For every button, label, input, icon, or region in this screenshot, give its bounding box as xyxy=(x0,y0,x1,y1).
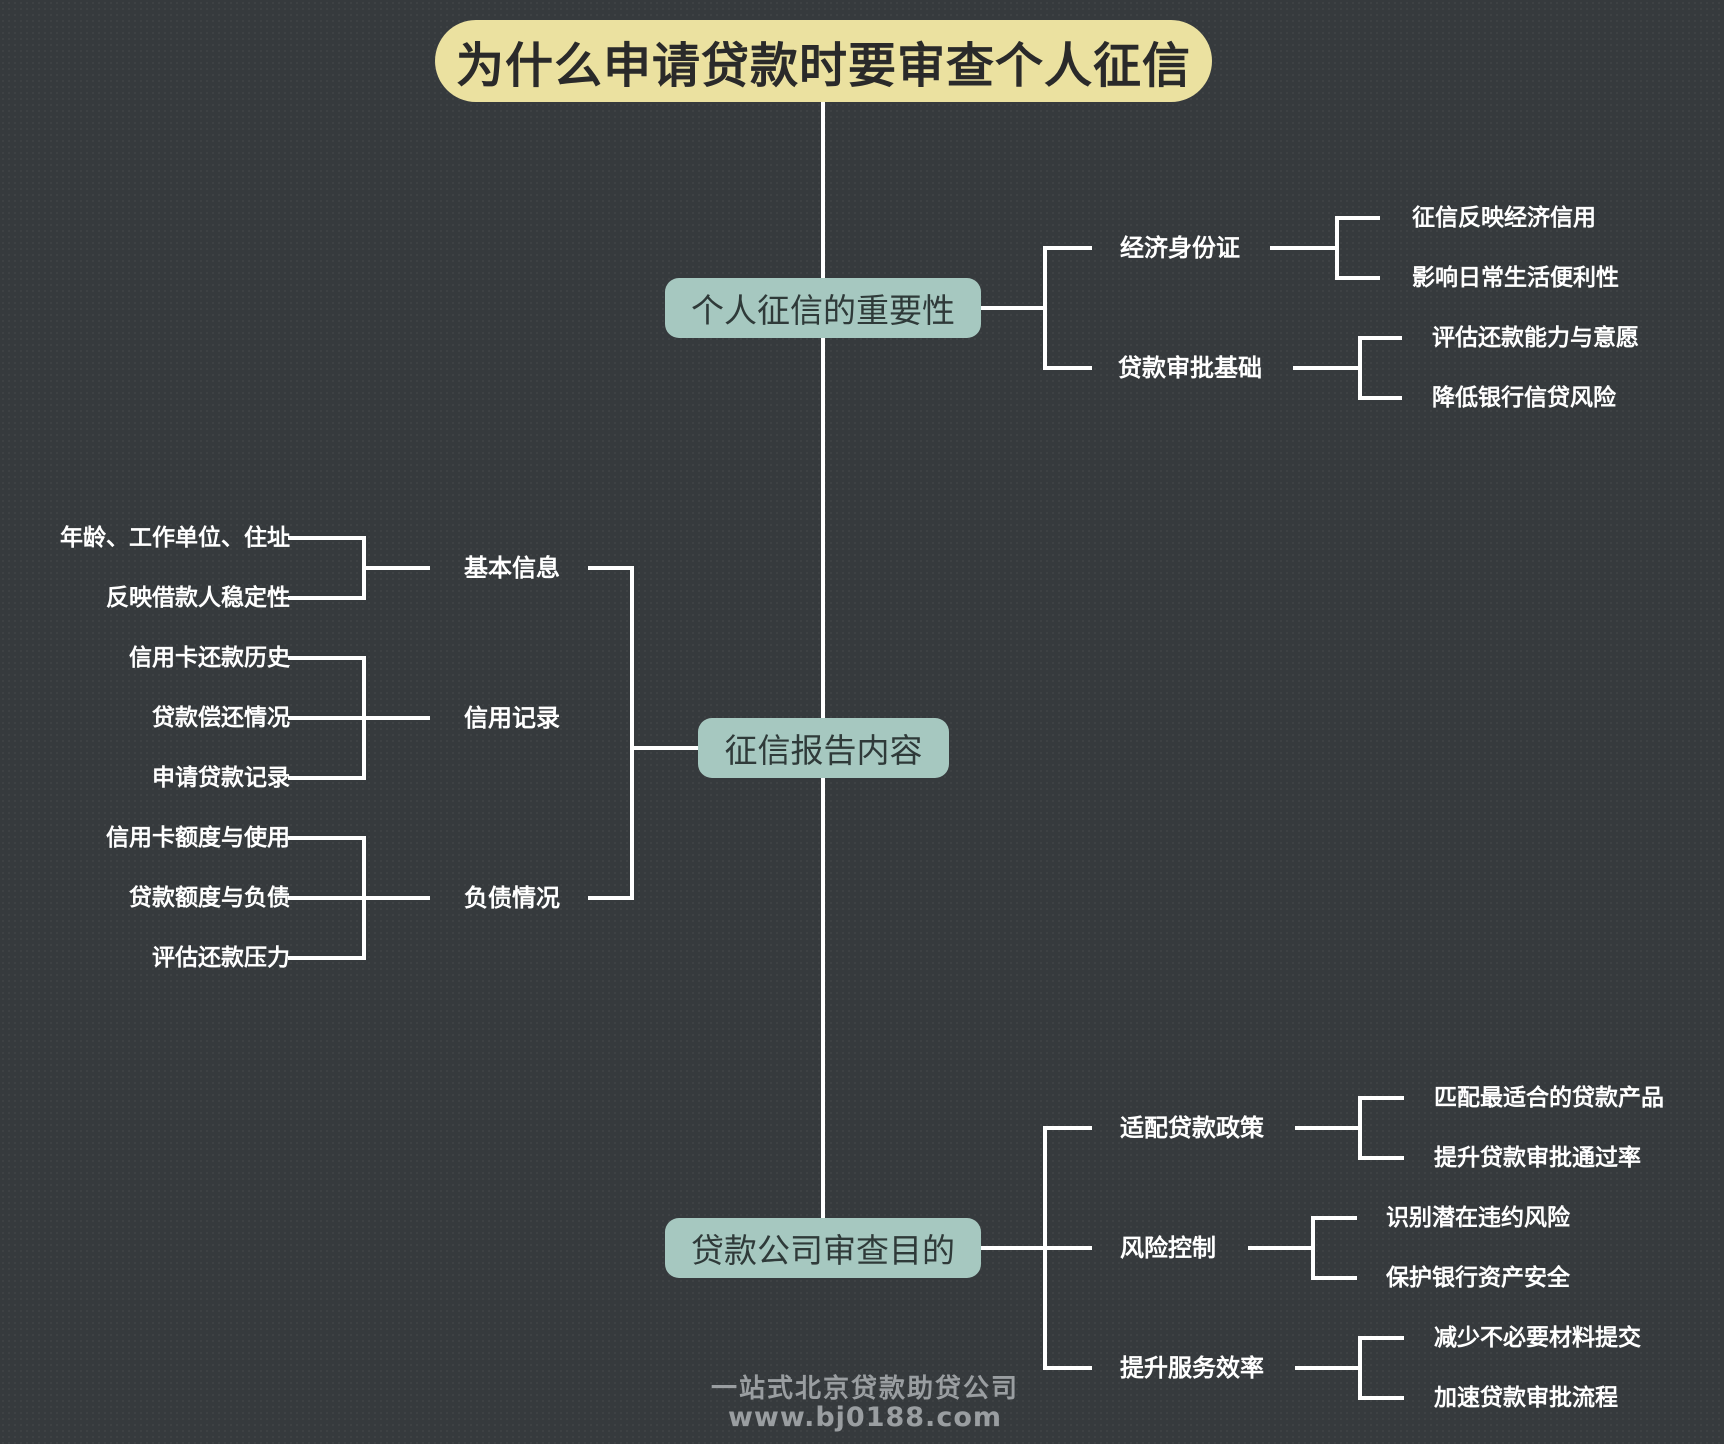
leaf-node: 加速贷款审批流程 xyxy=(1434,1385,1618,1411)
branch-1-connectors xyxy=(288,536,700,960)
main-node-audit-purpose: 贷款公司审查目的 xyxy=(665,1218,981,1278)
leaf-node: 信用卡额度与使用 xyxy=(106,825,290,851)
leaf-node: 申请贷款记录 xyxy=(152,765,290,791)
leaf-node: 评估还款能力与意愿 xyxy=(1432,325,1639,351)
leaf-node: 反映借款人稳定性 xyxy=(106,585,290,611)
leaf-node: 降低银行信贷风险 xyxy=(1432,385,1616,411)
leaf-node: 年龄、工作单位、住址 xyxy=(60,525,290,551)
leaf-node: 减少不必要材料提交 xyxy=(1434,1325,1641,1351)
leaf-node: 影响日常生活便利性 xyxy=(1412,265,1619,291)
leaf-node: 保护银行资产安全 xyxy=(1386,1265,1570,1291)
branch-0-connectors xyxy=(980,216,1402,400)
watermark-company: 一站式北京贷款助贷公司 xyxy=(710,1374,1019,1404)
branch-2-connectors xyxy=(980,1096,1404,1400)
sub-node-policy-match: 适配贷款政策 xyxy=(1120,1114,1264,1142)
main-node-importance: 个人征信的重要性 xyxy=(665,278,981,338)
sub-node-risk-control: 风险控制 xyxy=(1120,1234,1216,1262)
sub-node-loan-approval-basis: 贷款审批基础 xyxy=(1118,354,1262,382)
watermark-url: www.bj0188.com xyxy=(727,1402,1003,1433)
leaf-node: 贷款偿还情况 xyxy=(152,705,290,731)
sub-node-efficiency: 提升服务效率 xyxy=(1120,1354,1264,1382)
diagram-title: 为什么申请贷款时要审查个人征信 xyxy=(435,20,1212,102)
leaf-node: 匹配最适合的贷款产品 xyxy=(1434,1085,1664,1111)
sub-node-debt-status: 负债情况 xyxy=(464,884,560,912)
leaf-node: 征信反映经济信用 xyxy=(1412,205,1596,231)
sub-node-basic-info: 基本信息 xyxy=(464,554,560,582)
sub-node-economic-id: 经济身份证 xyxy=(1120,234,1240,262)
leaf-node: 提升贷款审批通过率 xyxy=(1434,1145,1641,1171)
leaf-node: 评估还款压力 xyxy=(152,945,290,971)
leaf-node: 信用卡还款历史 xyxy=(129,645,290,671)
sub-node-credit-record: 信用记录 xyxy=(464,704,560,732)
leaf-node: 识别潜在违约风险 xyxy=(1386,1205,1570,1231)
main-node-report-content: 征信报告内容 xyxy=(698,718,949,778)
leaf-node: 贷款额度与负债 xyxy=(129,885,290,911)
